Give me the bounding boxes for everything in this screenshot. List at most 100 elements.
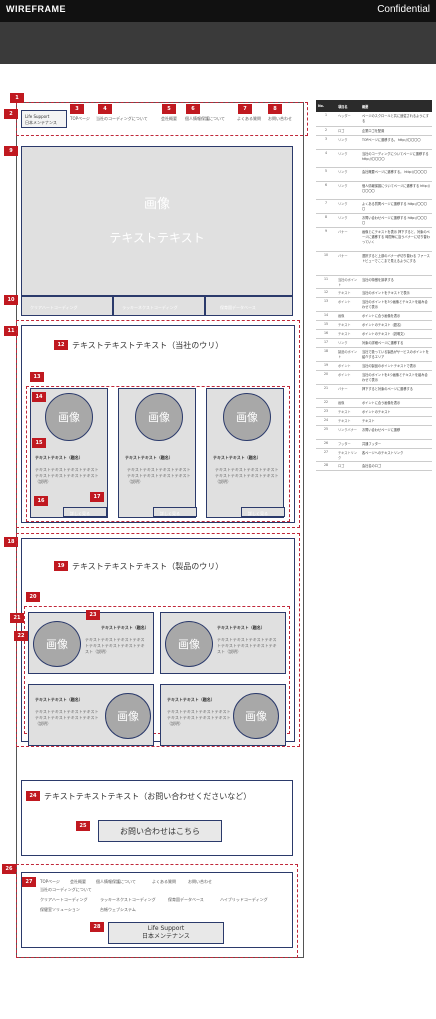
spec-cell-summary: お問い合わせページに遷移 bbox=[360, 425, 432, 440]
product-card-4-image: 画像 bbox=[233, 693, 279, 739]
spec-cell-item: ロゴ bbox=[336, 461, 360, 471]
badge-22: 22 bbox=[14, 631, 28, 641]
spec-cell-no: 25 bbox=[316, 425, 336, 440]
spec-cell-item: テキスト bbox=[336, 320, 360, 330]
banner-tab-3[interactable]: 保育園データベース bbox=[205, 296, 293, 316]
badge-24: 24 bbox=[26, 791, 40, 801]
spec-cell-item: テキスト bbox=[336, 288, 360, 298]
footer-link-luckynext[interactable]: ラッキーネクストコーディング bbox=[100, 897, 156, 902]
footer-logo[interactable]: Life Support 日本メンテナンス bbox=[108, 922, 224, 944]
spec-cell-no: 18 bbox=[316, 347, 336, 362]
spec-cell-no: 2 bbox=[316, 126, 336, 136]
spec-cell-item: リンクバナー bbox=[336, 425, 360, 440]
nav-top[interactable]: TOPページ bbox=[70, 116, 90, 121]
point-card-2-link[interactable]: 詳しく見る bbox=[153, 507, 197, 517]
spec-cell-item: リンク bbox=[336, 338, 360, 348]
product-card-2-image: 画像 bbox=[165, 621, 213, 667]
footer-link-top[interactable]: TOPページ bbox=[40, 879, 60, 884]
nav-company[interactable]: 会社概要 bbox=[161, 116, 177, 121]
spec-cell-item: 画像 bbox=[336, 311, 360, 321]
spec-cell-item: テキスト bbox=[336, 329, 360, 339]
spec-cell-no: 11 bbox=[316, 275, 336, 289]
section2-heading: テキストテキストテキスト（製品のウリ） bbox=[72, 562, 224, 571]
footer-link-hybrid[interactable]: ハイブリッドコーディング bbox=[220, 897, 268, 902]
point-card-1-link[interactable]: 詳しく見る bbox=[63, 507, 107, 517]
footer-area bbox=[16, 864, 298, 958]
spec-cell-no: 13 bbox=[316, 297, 336, 312]
product-card-1-body: テキストテキストテキストテキストテキストテキストテキストテキスト（説明） bbox=[85, 637, 145, 654]
footer-link-privacy[interactable]: 個人情報保護について bbox=[96, 879, 136, 884]
spec-cell-item: ポイント bbox=[336, 297, 360, 312]
product-card-3-image: 画像 bbox=[105, 693, 151, 739]
spec-cell-summary: 企業ロゴを配置 bbox=[360, 126, 432, 136]
spec-cell-summary: ポイントのテキスト bbox=[360, 407, 432, 417]
spec-cell-summary: 当社のポイントをテキストで表示 bbox=[360, 288, 432, 298]
spec-header-item: 項目名 bbox=[336, 100, 360, 112]
footer-link-ledger[interactable]: 台帳ウェブシステム bbox=[100, 907, 136, 912]
spec-cell-item: ロゴ bbox=[336, 126, 360, 136]
badge-23: 23 bbox=[86, 610, 100, 620]
spec-cell-summary: 当社で扱っている製品がサービスのポイントを紹介するエリア bbox=[360, 347, 432, 362]
contact-button[interactable]: お問い合わせはこちら bbox=[98, 820, 222, 842]
spec-cell-summary: ポイントに合う画像を表示 bbox=[360, 311, 432, 321]
header-logo[interactable]: Life Support 日本メンテナンス bbox=[21, 110, 67, 128]
footer-link-clearheart[interactable]: クリアハートコーディング bbox=[40, 897, 88, 902]
footer-link-coding[interactable]: 当社のコーディングについて bbox=[40, 887, 92, 892]
banner-tab-1[interactable]: クリアハートコーディング bbox=[21, 296, 113, 316]
badge-2: 2 bbox=[4, 109, 18, 119]
nav-contact[interactable]: お問い合わせ bbox=[268, 116, 292, 121]
point-card-1-body: テキストテキストテキストテキストテキストテキストテキストテキスト（説明） bbox=[35, 467, 99, 484]
product-card-3-body: テキストテキストテキストテキストテキストテキストテキストテキスト（説明） bbox=[35, 709, 99, 726]
banner-tab-2[interactable]: ラッキーネクストコーディング bbox=[113, 296, 205, 316]
footer-link-healthroom[interactable]: 保健室ソリューション bbox=[40, 907, 80, 912]
product-card-4[interactable]: テキストテキスト（題名） テキストテキストテキストテキストテキストテキストテキス… bbox=[160, 684, 286, 746]
spec-cell-no: 20 bbox=[316, 370, 336, 385]
spec-cell-no: 9 bbox=[316, 227, 336, 252]
section1-points-area bbox=[26, 386, 290, 522]
point-card-2: 画像 テキストテキスト（題名） テキストテキストテキストテキストテキストテキスト… bbox=[118, 388, 197, 518]
spec-cell-summary: 当社のポイントを3つ画像とテキストを組み合わせて表示 bbox=[360, 297, 432, 312]
footer-link-contact[interactable]: お問い合わせ bbox=[188, 879, 212, 884]
product-card-2[interactable]: 画像 テキストテキスト（題名） テキストテキストテキストテキストテキストテキスト… bbox=[160, 612, 286, 674]
spec-cell-summary: ページのスクロールと共に追従されるようにする bbox=[360, 112, 432, 127]
footer-link-nursery[interactable]: 保育園データベース bbox=[168, 897, 204, 902]
spec-cell-summary: よくある質問ページに遷移する http://〇〇〇〇 bbox=[360, 199, 432, 214]
footer-link-company[interactable]: 会社概要 bbox=[70, 879, 86, 884]
spec-cell-summary: 対象の詳細ページに遷移する bbox=[360, 338, 432, 348]
footer-link-faq[interactable]: よくある質問 bbox=[152, 879, 176, 884]
wireframe-title: WIREFRAME bbox=[6, 4, 66, 14]
product-card-3[interactable]: テキストテキスト（題名） テキストテキストテキストテキストテキストテキストテキス… bbox=[28, 684, 154, 746]
spec-cell-item: バナー bbox=[336, 227, 360, 252]
point-card-3-link[interactable]: 詳しく見る bbox=[241, 507, 285, 517]
nav-privacy[interactable]: 個人情報保護について bbox=[185, 116, 225, 121]
badge-14: 14 bbox=[32, 392, 46, 402]
badge-27: 27 bbox=[22, 877, 36, 887]
point-card-3-title: テキストテキスト（題名） bbox=[213, 455, 261, 460]
badge-21: 21 bbox=[10, 613, 24, 623]
spec-cell-item: リンク bbox=[336, 149, 360, 168]
spec-cell-no: 8 bbox=[316, 213, 336, 228]
nav-faq[interactable]: よくある質問 bbox=[237, 116, 261, 121]
spec-cell-item: テキスト bbox=[336, 416, 360, 426]
product-card-1[interactable]: 画像 テキストテキスト（題名） テキストテキストテキストテキストテキストテキスト… bbox=[28, 612, 154, 674]
spec-cell-item: フッター bbox=[336, 439, 360, 449]
badge-16: 16 bbox=[34, 496, 48, 506]
main-banner[interactable]: 画像 テキストテキスト bbox=[21, 146, 293, 296]
spec-cell-item: バナー bbox=[336, 251, 360, 276]
spec-cell-summary: 共通フッター bbox=[360, 439, 432, 449]
nav-coding[interactable]: 当社のコーディングについて bbox=[96, 116, 148, 121]
